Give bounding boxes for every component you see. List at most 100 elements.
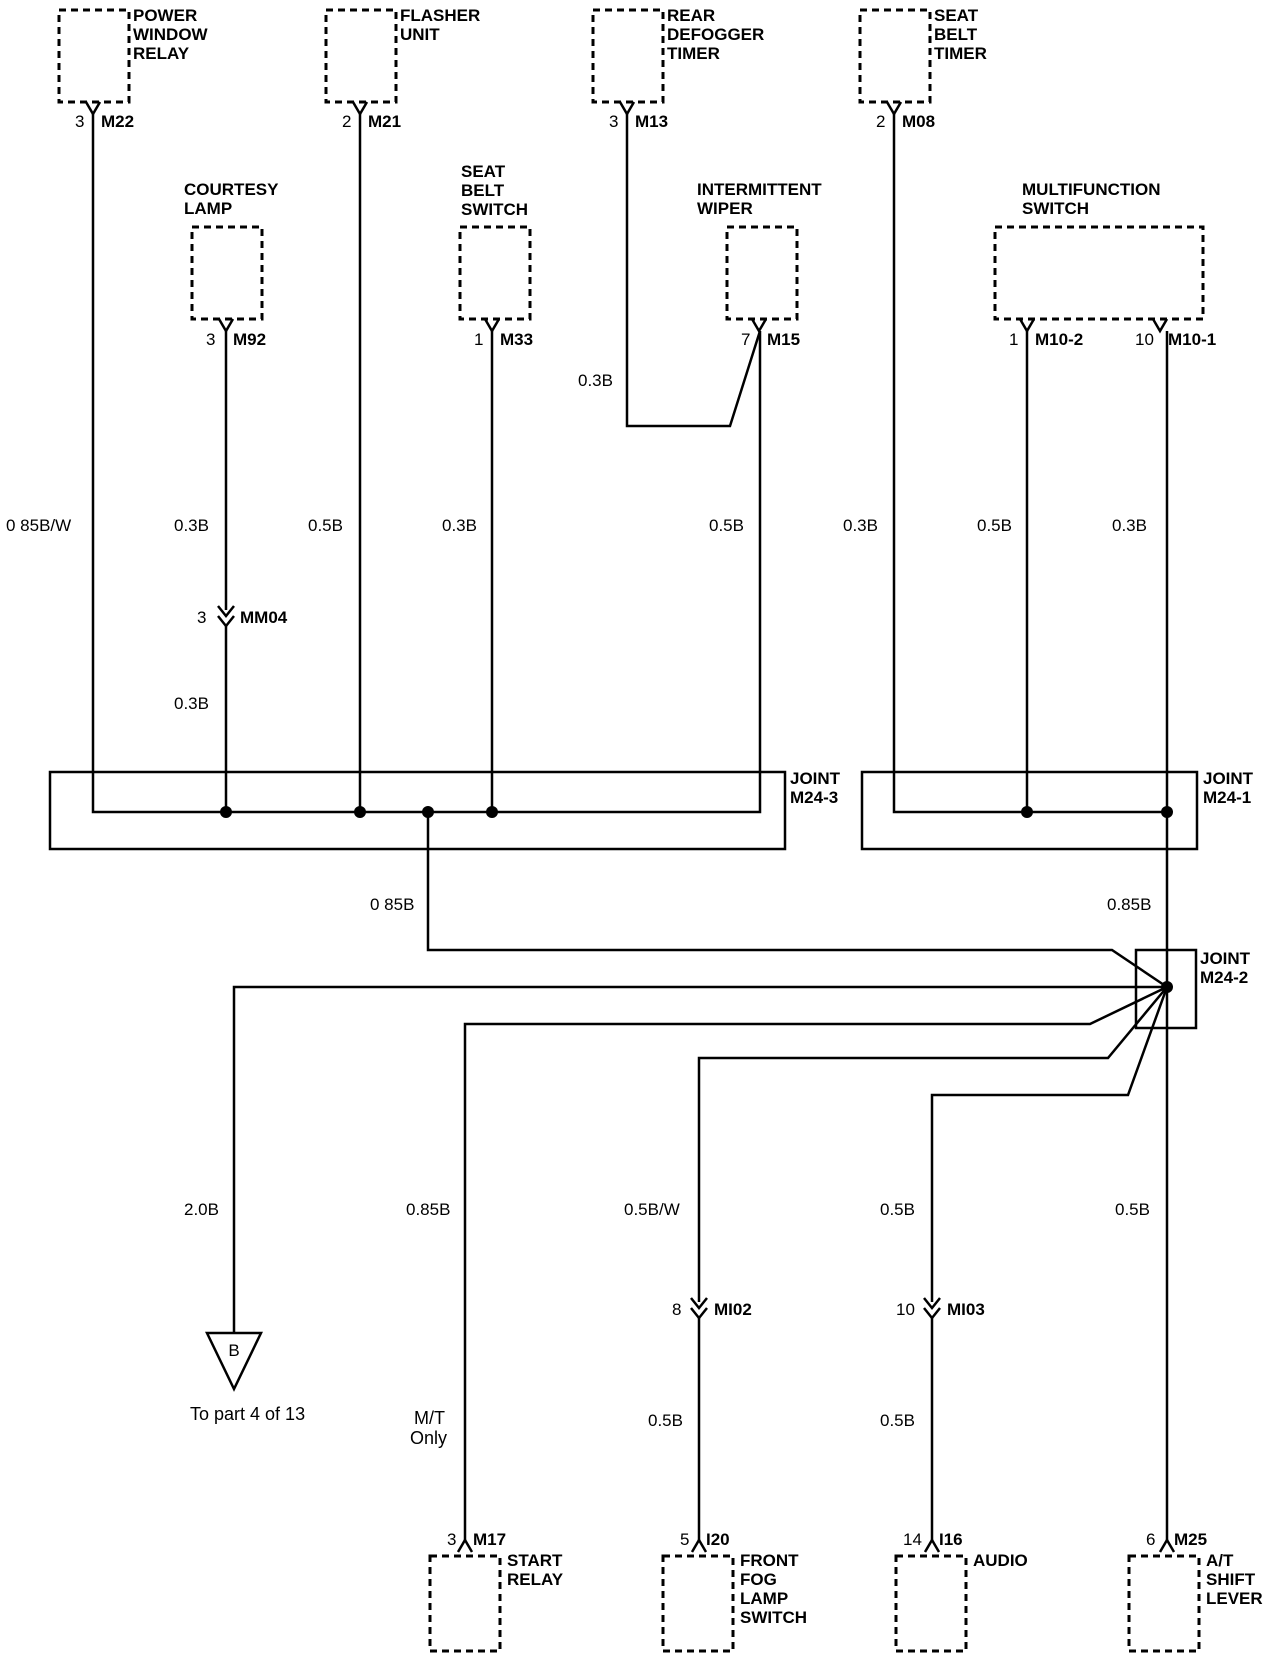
wire-size-seat-belt-timer: 0.3B (843, 516, 878, 535)
joint-m24-1: JOINT M24-1 (860, 769, 1254, 851)
connector-i16-pin: 14 (903, 1530, 922, 1549)
power-window-relay: POWER WINDOW RELAY (57, 6, 209, 104)
joint-m24-3-label-2: M24-3 (790, 788, 838, 807)
multifunction-switch-label-2: SWITCH (1022, 199, 1089, 218)
intermittent-wiper-label-2: WIPER (697, 199, 753, 218)
start-relay: 3 M17 START RELAY (428, 1530, 564, 1653)
connector-mm04-pin: 3 (197, 608, 206, 627)
joint-m24-2-label-1: JOINT (1200, 949, 1251, 968)
wire-size-multifunction-2: 0.5B (977, 516, 1012, 535)
multifunction-switch: MULTIFUNCTION SWITCH 1 M10-2 10 M10-1 (993, 180, 1216, 349)
wire-audio (930, 986, 1169, 1302)
wire-size-audio-upper: 0.5B (880, 1200, 915, 1219)
joint-m24-2: JOINT M24-2 (1134, 948, 1251, 1030)
connector-m92-id: M92 (233, 330, 266, 349)
seat-belt-switch-label-1: SEAT (461, 162, 506, 181)
connector-i20-id: I20 (706, 1530, 730, 1549)
connector-m22-id: M22 (101, 112, 134, 131)
wire-size-ground-b: 2.0B (184, 1200, 219, 1219)
connector-i16-id: I16 (939, 1530, 963, 1549)
connector-m10-2-pin: 1 (1009, 330, 1018, 349)
connector-m10-1-pin: 10 (1135, 330, 1154, 349)
front-fog-lamp-switch-label-1: FRONT (740, 1551, 799, 1570)
audio: 14 I16 AUDIO (894, 1530, 1028, 1653)
wire-seat-belt-timer (892, 114, 1167, 814)
wire-size-seat-belt-switch: 0.3B (442, 516, 477, 535)
flasher-unit-label-1: FLASHER (400, 6, 480, 25)
connector-mi03-pin: 10 (896, 1300, 915, 1319)
note-mt-only-2: Only (410, 1428, 447, 1448)
connector-m13: 3 M13 (609, 101, 668, 131)
connector-i20-pin: 5 (680, 1530, 689, 1549)
courtesy-lamp-label-1: COURTESY (184, 180, 279, 199)
courtesy-lamp: COURTESY LAMP 3 M92 (184, 180, 279, 349)
connector-m92-pin: 3 (206, 330, 215, 349)
connector-mm04-id: MM04 (240, 608, 288, 627)
flasher-unit-label-2: UNIT (400, 25, 440, 44)
connector-m33-id: M33 (500, 330, 533, 349)
seat-belt-switch: SEAT BELT SWITCH 1 M33 (458, 162, 533, 349)
connector-m15-pin: 7 (741, 330, 750, 349)
connector-m08-pin: 2 (876, 112, 885, 131)
connector-m13-pin: 3 (609, 112, 618, 131)
connector-mi02-id: MI02 (714, 1300, 752, 1319)
wire-size-m24-3-out: 0 85B (370, 895, 414, 914)
connector-m21: 2 M21 (342, 101, 401, 131)
wire-size-wiper: 0.5B (709, 516, 744, 535)
wire-size-flasher: 0.5B (308, 516, 343, 535)
joint-m24-2-label-2: M24-2 (1200, 968, 1248, 987)
front-fog-lamp-switch-label-3: LAMP (740, 1589, 788, 1608)
wire-size-multifunction-1: 0.3B (1112, 516, 1147, 535)
seat-belt-timer: SEAT BELT TIMER (858, 6, 987, 104)
connector-m22: 3 M22 (75, 101, 134, 131)
at-shift-lever-label-3: LEVER (1206, 1589, 1263, 1608)
rear-defogger-timer-label-1: REAR (667, 6, 715, 25)
front-fog-lamp-switch-label-2: FOG (740, 1570, 777, 1589)
wire-defogger (625, 114, 762, 428)
connector-m25-id: M25 (1174, 1530, 1207, 1549)
wire-size-fog-lower: 0.5B (648, 1411, 683, 1430)
wire-size-m24-1-out: 0.85B (1107, 895, 1151, 914)
audio-label: AUDIO (973, 1551, 1028, 1570)
offpage-connector-b: B To part 4 of 13 (190, 1331, 305, 1424)
wire-size-power-window: 0 85B/W (6, 516, 71, 535)
at-shift-lever: 6 M25 A/T SHIFT LEVER (1127, 1530, 1263, 1653)
flasher-unit: FLASHER UNIT (324, 6, 480, 104)
wire-size-start-relay: 0.85B (406, 1200, 450, 1219)
connector-m25-pin: 6 (1146, 1530, 1155, 1549)
connector-m15-id: M15 (767, 330, 800, 349)
offpage-connector-b-text: To part 4 of 13 (190, 1404, 305, 1424)
front-fog-lamp-switch-label-4: SWITCH (740, 1608, 807, 1627)
connector-m17-id: M17 (473, 1530, 506, 1549)
power-window-relay-label-3: RELAY (133, 44, 190, 63)
joint-m24-3-label-1: JOINT (790, 769, 841, 788)
wire-size-courtesy-lower: 0.3B (174, 694, 209, 713)
start-relay-label-2: RELAY (507, 1570, 564, 1589)
intermittent-wiper: INTERMITTENT WIPER 7 M15 (697, 180, 822, 349)
joint-m24-1-label-1: JOINT (1203, 769, 1254, 788)
at-shift-lever-label-1: A/T (1206, 1551, 1234, 1570)
connector-m13-id: M13 (635, 112, 668, 131)
connector-mi03: 10 MI03 (896, 1297, 985, 1321)
connector-m22-pin: 3 (75, 112, 84, 131)
seat-belt-timer-label-3: TIMER (934, 44, 987, 63)
connector-m10-2-id: M10-2 (1035, 330, 1083, 349)
wire-size-defogger: 0.3B (578, 371, 613, 390)
connector-m08-id: M08 (902, 112, 935, 131)
rear-defogger-timer-label-3: TIMER (667, 44, 720, 63)
connector-m33-pin: 1 (474, 330, 483, 349)
intermittent-wiper-label-1: INTERMITTENT (697, 180, 822, 199)
wire-fog-lamp (697, 986, 1168, 1302)
seat-belt-switch-label-2: BELT (461, 181, 505, 200)
wire-start-relay (463, 985, 1168, 1540)
courtesy-lamp-label-2: LAMP (184, 199, 232, 218)
connector-m08: 2 M08 (876, 101, 935, 131)
joint-m24-3: JOINT M24-3 (48, 769, 841, 851)
seat-belt-timer-label-2: BELT (934, 25, 978, 44)
connector-mi02: 8 MI02 (672, 1297, 752, 1321)
power-window-relay-label-2: WINDOW (133, 25, 209, 44)
start-relay-label-1: START (507, 1551, 563, 1570)
wire-size-courtesy-upper: 0.3B (174, 516, 209, 535)
note-mt-only-1: M/T (414, 1408, 445, 1428)
